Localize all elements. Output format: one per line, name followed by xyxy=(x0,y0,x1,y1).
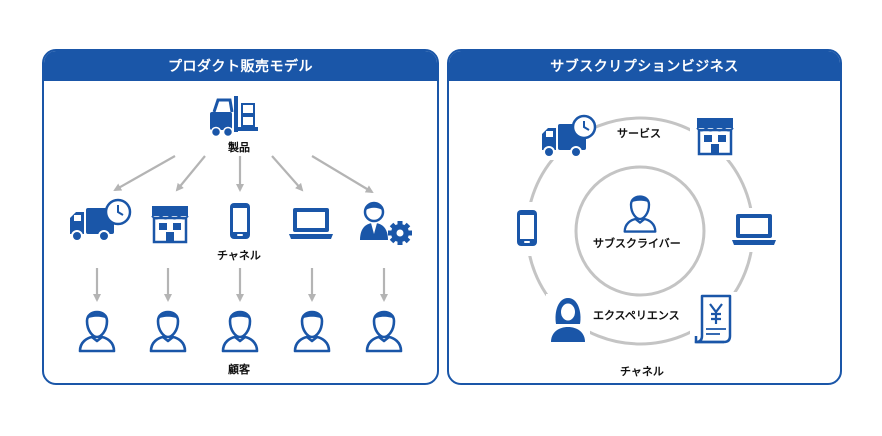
smartphone-icon xyxy=(517,210,537,246)
product-arrows xyxy=(113,155,374,194)
customer-label: 顧客 xyxy=(228,363,250,376)
truck-clock-icon xyxy=(542,114,597,158)
inner-ring xyxy=(574,165,706,297)
woman-icon xyxy=(551,298,585,342)
experience-label: エクスペリエンス xyxy=(593,309,680,322)
receipt-yen-icon xyxy=(694,294,732,344)
product-label: 製品 xyxy=(228,141,250,154)
subscription-title: サブスクリプションビジネス xyxy=(449,51,840,81)
operator-gear-icon xyxy=(360,201,412,245)
truck-clock-icon xyxy=(70,198,132,242)
laptop-icon xyxy=(732,214,776,245)
channel-arrows xyxy=(93,268,388,302)
customer-icon xyxy=(221,310,259,353)
channel-label: チャネル xyxy=(217,249,261,262)
subscriber-icon xyxy=(623,195,657,233)
right-channel-label: チャネル xyxy=(620,365,664,378)
forklift-icon xyxy=(210,96,258,138)
laptop-icon xyxy=(289,208,333,239)
customer-icon xyxy=(78,310,116,353)
customer-icon xyxy=(149,310,187,353)
customer-icon xyxy=(365,310,403,353)
customer-icon xyxy=(293,310,331,353)
store-icon xyxy=(696,118,734,156)
service-label: サービス xyxy=(617,127,661,140)
subscriber-label: サブスクライバー xyxy=(593,237,681,250)
smartphone-icon xyxy=(230,203,250,239)
product-sales-title: プロダクト販売モデル xyxy=(44,51,437,81)
store-icon xyxy=(151,206,189,244)
